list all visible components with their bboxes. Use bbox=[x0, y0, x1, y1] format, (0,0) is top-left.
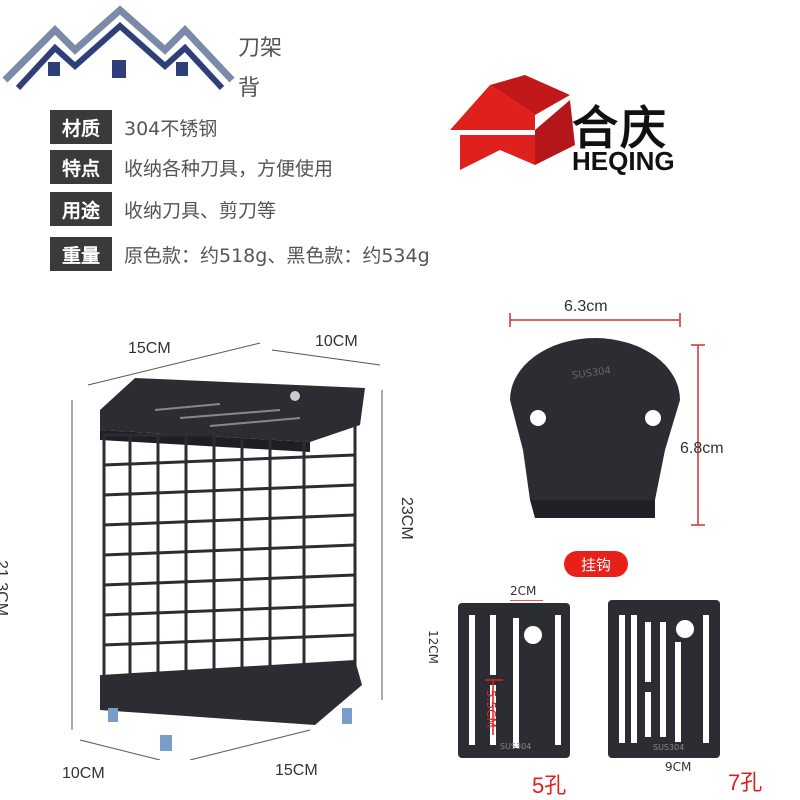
plate-a-width-label: 2CM bbox=[510, 584, 537, 598]
brand-logo bbox=[440, 75, 720, 185]
knife-rack-image bbox=[60, 330, 400, 761]
hook-tag: 挂钩 bbox=[564, 551, 628, 577]
plate-five-holes bbox=[455, 599, 575, 760]
plate-a-slot-label: 5.5CM bbox=[484, 690, 498, 728]
house-logo bbox=[0, 0, 238, 100]
spec-key: 重量 bbox=[50, 237, 112, 271]
brand-name-cn: 合庆 bbox=[572, 101, 668, 155]
plate-a-height-label: 12CM bbox=[426, 630, 440, 665]
spec-key: 材质 bbox=[50, 110, 112, 144]
spec-value: 304不锈钢 bbox=[124, 117, 218, 140]
spec-value: 收纳刀具、剪刀等 bbox=[124, 199, 277, 222]
plate-b-width-label: 9CM bbox=[665, 760, 692, 774]
plate-seven-holes bbox=[605, 597, 725, 762]
plate-b-label: 7孔 bbox=[728, 770, 763, 795]
spec-value: 收纳各种刀具，方便使用 bbox=[124, 157, 334, 180]
hook-image bbox=[505, 300, 715, 540]
spec-row-usage: 用途 收纳刀具、剪刀等 bbox=[50, 192, 276, 226]
plate-a-stamp: SUS304 bbox=[500, 742, 532, 751]
hook-width-label: 6.3cm bbox=[564, 298, 608, 315]
header-title-fragment-2: 背 bbox=[238, 76, 261, 101]
spec-key: 特点 bbox=[50, 150, 112, 184]
spec-value: 原色款：约518g、黑色款：约534g bbox=[124, 244, 430, 267]
spec-key: 用途 bbox=[50, 192, 112, 226]
header-title-fragment: 刀架 bbox=[238, 36, 283, 61]
spec-row-feature: 特点 收纳各种刀具，方便使用 bbox=[50, 150, 333, 184]
dim-bottom-width: 15CM bbox=[275, 762, 318, 779]
dim-bottom-depth: 10CM bbox=[62, 765, 105, 782]
brand-name-en: HEQING bbox=[572, 146, 675, 176]
hook-height-label: 6.8cm bbox=[680, 440, 724, 457]
plate-b-stamp: SUS304 bbox=[653, 743, 685, 752]
plate-a-label: 5孔 bbox=[532, 773, 567, 798]
spec-row-weight: 重量 原色款：约518g、黑色款：约534g bbox=[50, 237, 430, 271]
spec-row-material: 材质 304不锈钢 bbox=[50, 110, 217, 144]
dim-top-depth: 10CM bbox=[315, 333, 358, 350]
dim-right-height: 23CM bbox=[398, 497, 415, 540]
dim-left-height: 21.3CM bbox=[0, 560, 10, 617]
dim-top-width: 15CM bbox=[128, 340, 171, 357]
